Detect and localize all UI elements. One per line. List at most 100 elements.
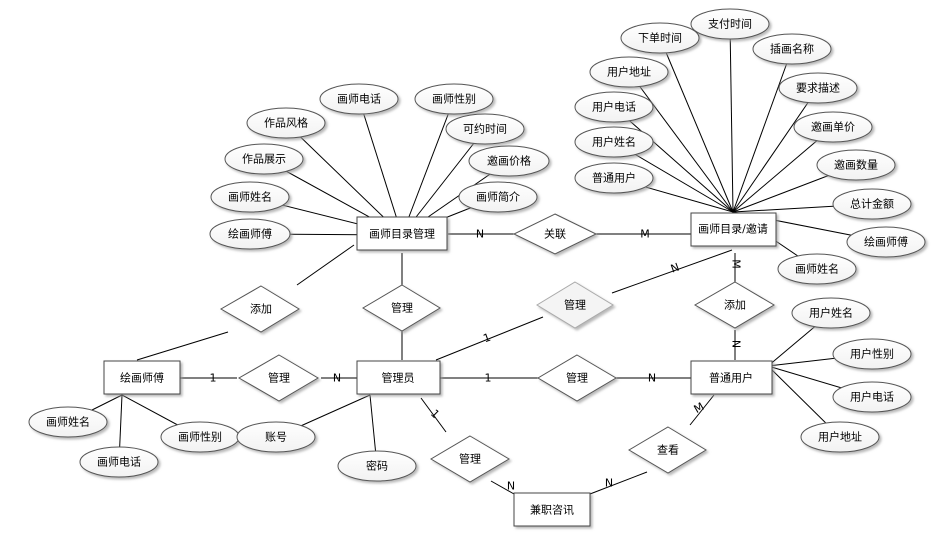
attribute-oval	[791, 297, 871, 329]
cardinality-label: 1	[428, 407, 442, 421]
attribute-oval	[574, 91, 654, 123]
attribute-label: 用户性别	[850, 347, 894, 361]
attribute-oval	[574, 126, 654, 158]
connector-line	[732, 126, 834, 213]
cardinality-label: N	[669, 260, 681, 275]
connector-line	[401, 98, 455, 236]
connector-line	[490, 480, 515, 495]
cardinality-label: M	[640, 228, 650, 241]
attribute-label: 画师姓名	[46, 415, 90, 429]
cardinality-label: N	[476, 228, 484, 241]
relationship-label: 管理	[564, 298, 586, 312]
attribute-oval	[816, 149, 896, 181]
attribute-label: 用户地址	[818, 430, 862, 444]
attribute-label: 作品展示	[242, 153, 286, 166]
cardinality-label: N	[507, 480, 515, 493]
cardinality-label: N	[648, 372, 656, 385]
attribute-label: 画师姓名	[228, 190, 272, 204]
cardinality-label: 1	[485, 372, 492, 385]
connector-line	[589, 471, 648, 495]
attribute-oval	[445, 113, 525, 145]
attribute-oval	[589, 56, 669, 88]
attribute-label: 画师姓名	[795, 262, 839, 276]
relationship-associate	[512, 213, 598, 255]
relationship-label: 关联	[544, 227, 566, 241]
attribute-label: 画师电话	[337, 93, 381, 106]
attribute-label: 画师简介	[476, 190, 520, 204]
attribute-oval	[246, 107, 326, 139]
attribute-oval	[458, 181, 538, 213]
attribute-label: 绘画师傅	[228, 227, 272, 241]
connector-line	[296, 244, 355, 286]
relationship-manage-invite	[536, 281, 614, 329]
relationship-label: 管理	[391, 301, 413, 315]
attribute-oval	[574, 162, 654, 194]
cardinality-label: M	[730, 259, 743, 269]
entity-part-time	[513, 492, 591, 527]
cardinality-label: M	[692, 400, 707, 416]
entity-painter	[103, 360, 181, 395]
connector-line	[435, 316, 544, 361]
attribute-oval	[690, 8, 770, 40]
connector-line	[729, 23, 734, 213]
attribute-oval	[79, 446, 159, 478]
attribute-label: 总计金额	[850, 197, 894, 211]
attribute-oval	[752, 33, 832, 65]
connector-line	[420, 397, 447, 433]
connector-line	[689, 394, 715, 426]
attribute-label: 用户姓名	[809, 306, 853, 320]
attribute-oval	[832, 188, 912, 220]
attribute-label: 画师性别	[432, 92, 476, 106]
attribute-oval	[832, 381, 912, 413]
attribute-label: 邀画单价	[811, 120, 855, 134]
entity-label: 普通用户	[709, 371, 753, 385]
relationship-view	[628, 426, 707, 474]
entity-label: 管理员	[382, 371, 415, 385]
attribute-oval	[319, 83, 399, 115]
attribute-oval	[620, 22, 700, 54]
attribute-label: 普通用户	[592, 171, 636, 185]
attribute-oval	[337, 450, 417, 482]
relationship-manage-painter	[237, 354, 319, 402]
attribute-label: 绘画师傅	[864, 235, 908, 249]
relationship-add-user	[693, 281, 775, 329]
attribute-label: 支付时间	[708, 18, 752, 31]
connector-line	[732, 48, 793, 213]
cardinality-label: 1	[210, 372, 217, 385]
attribute-label: 画师电话	[97, 456, 141, 469]
attribute-label: 账号	[265, 431, 287, 444]
attribute-oval	[224, 143, 304, 175]
relationship-label: 添加	[724, 298, 746, 312]
cardinality-label: 1	[481, 331, 492, 346]
entity-label: 绘画师傅	[120, 371, 164, 385]
entity-catalog-invite	[690, 212, 777, 247]
relationship-label: 查看	[657, 443, 679, 457]
relationship-manage-catalog	[362, 284, 441, 332]
attribute-oval	[846, 226, 926, 258]
relationship-add-painter	[219, 285, 300, 333]
attribute-label: 下单时间	[638, 32, 682, 45]
relationship-label: 管理	[566, 371, 588, 385]
attribute-label: 用户电话	[592, 100, 636, 114]
connector-line	[613, 106, 734, 213]
entity-admin	[356, 360, 441, 395]
connector-line	[732, 87, 819, 213]
attribute-oval	[236, 421, 316, 453]
relationship-label: 管理	[268, 371, 290, 385]
entity-label: 画师目录/邀请	[698, 222, 768, 236]
attribute-label: 用户地址	[607, 65, 651, 79]
attribute-oval	[414, 83, 494, 115]
entity-user	[690, 360, 773, 395]
entity-catalog-mgmt	[356, 216, 448, 251]
entity-label: 兼职咨讯	[530, 503, 574, 517]
connector-line	[136, 331, 229, 361]
cardinality-label: N	[333, 372, 341, 385]
attribute-label: 用户姓名	[592, 135, 636, 149]
connector-line	[611, 249, 733, 294]
attribute-oval	[800, 421, 880, 453]
attribute-oval	[468, 145, 550, 177]
attribute-label: 插画名称	[770, 42, 814, 56]
attribute-oval	[793, 111, 873, 143]
